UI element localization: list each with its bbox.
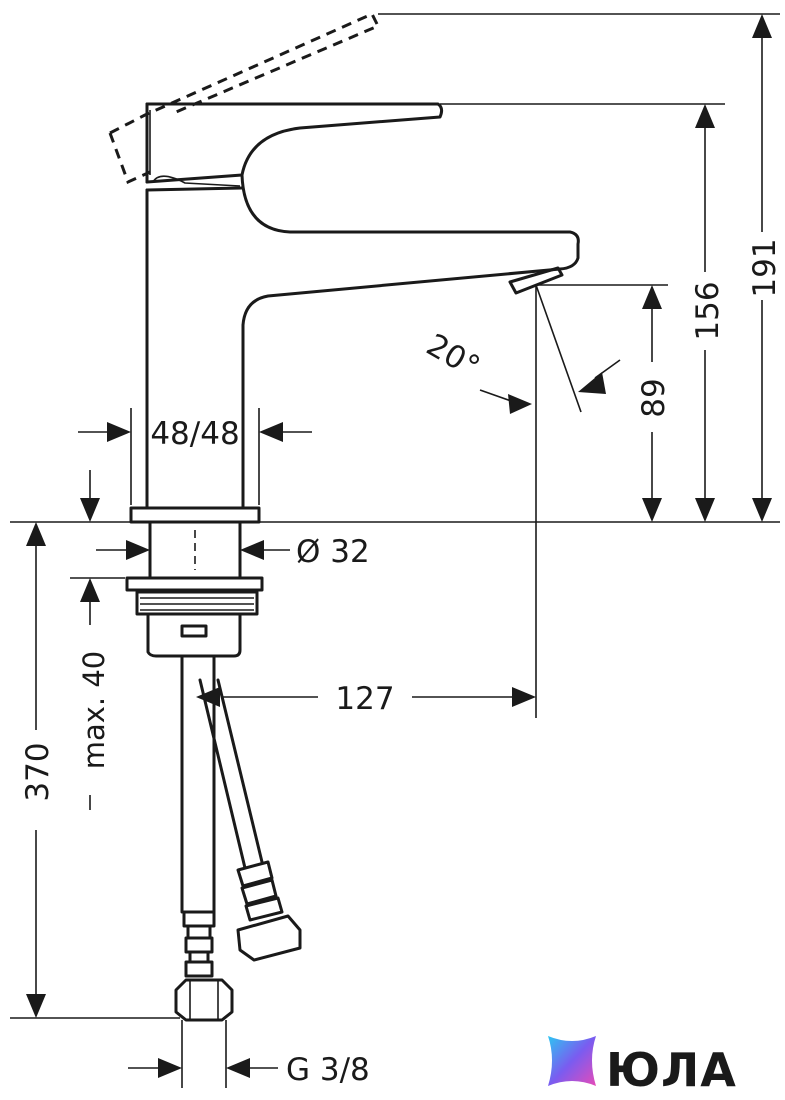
dimension-diameter-32: [96, 540, 290, 560]
dimension-20deg: [479, 284, 621, 718]
dim-max-40-label: max. 40: [77, 651, 111, 770]
yula-logo: ЮЛА: [548, 1036, 737, 1097]
faucet-body: [108, 12, 580, 524]
dim-g38-label: G 3/8: [286, 1052, 370, 1088]
dimension-127: [196, 687, 536, 707]
logo-mark-icon: [548, 1036, 596, 1086]
dimension-48-48: [78, 408, 312, 505]
dimension-g38: [128, 1020, 278, 1088]
dimension-max-40: [70, 470, 125, 810]
dim-191-label: 191: [747, 238, 783, 297]
mounting-shank: [125, 520, 264, 658]
dimension-89: [536, 284, 668, 522]
dim-156-label: 156: [690, 281, 726, 340]
logo-text: ЮЛА: [606, 1043, 737, 1097]
dimension-370: [10, 522, 180, 1019]
dimension-156: [440, 103, 725, 522]
dim-89-label: 89: [636, 378, 672, 417]
dim-48-48-label: 48/48: [150, 416, 239, 452]
supply-hoses: [174, 654, 302, 1022]
dimension-191: [378, 13, 780, 522]
dim-diameter-32-label: Ø 32: [296, 534, 370, 570]
dim-370-label: 370: [20, 742, 56, 801]
dim-20deg-label: 20°: [420, 327, 486, 386]
dim-127-label: 127: [335, 681, 394, 717]
